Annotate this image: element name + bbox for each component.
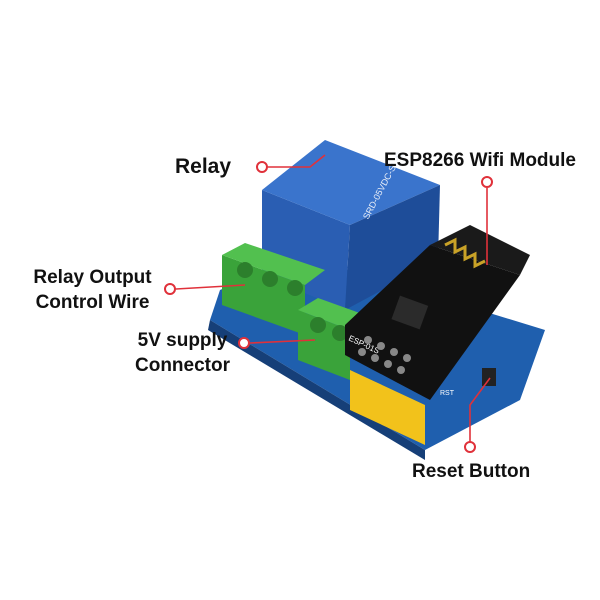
label-relay-output-line2: Control Wire — [35, 292, 150, 313]
callout-dot-output — [164, 283, 176, 295]
terminal-block-output-top — [222, 243, 325, 285]
label-relay: Relay — [175, 155, 232, 178]
callout-dot-supply — [238, 337, 250, 349]
relay-body-top — [262, 140, 440, 225]
callout-dot-relay — [256, 161, 268, 173]
relay-body-side — [345, 185, 440, 310]
pcb-edge — [208, 320, 425, 460]
label-supply-line1: 5V supply — [137, 330, 228, 351]
label-reset-button: Reset Button — [412, 461, 531, 482]
label-wifi-module: ESP8266 Wifi Module — [384, 150, 576, 171]
label-relay-output: Relay Output Control Wire — [20, 265, 165, 315]
esp-antenna — [430, 225, 530, 275]
label-supply-line2: Connector — [135, 355, 230, 376]
label-supply-connector: 5V supply Connector — [125, 328, 240, 378]
callout-dot-wifi — [481, 176, 493, 188]
callout-lines — [175, 154, 491, 442]
callout-dot-reset — [464, 441, 476, 453]
label-relay-output-line1: Relay Output — [33, 267, 152, 288]
header-socket — [350, 370, 425, 445]
reset-button — [482, 368, 496, 386]
rst-print: RST — [440, 390, 455, 397]
